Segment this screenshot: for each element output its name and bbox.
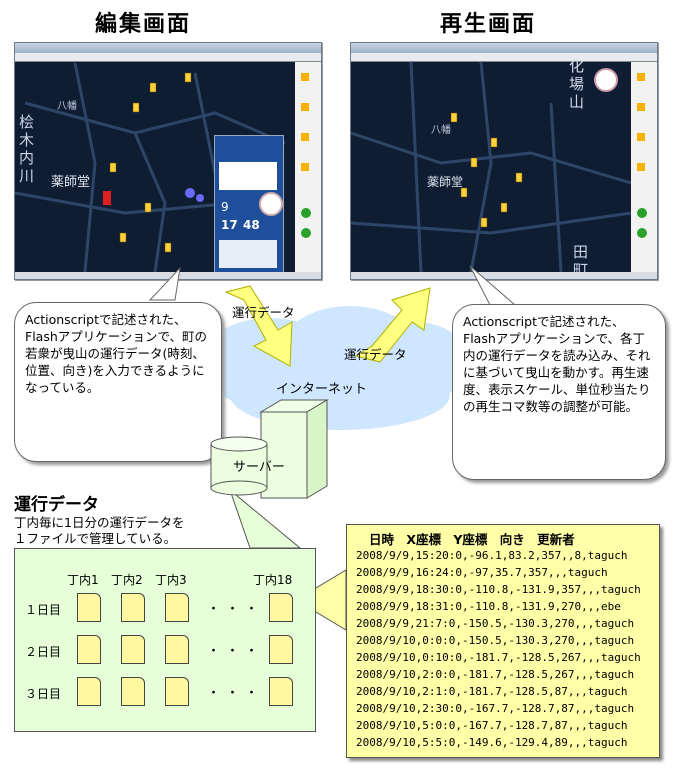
log-line: 2008/9/10,2:1:0,-181.7,-128.5,87,,,taguc…: [356, 685, 628, 698]
temple-label: 薬師堂: [51, 175, 91, 190]
log-header: 日時 X座標 Y座標 向き 更新者: [369, 532, 575, 547]
data-file-icon: [165, 635, 189, 664]
row-label: ２日目: [25, 645, 62, 659]
data-file-icon: [121, 677, 145, 706]
server-label: サーバー: [233, 460, 285, 475]
edit-app-callout: Actionscriptで記述された、Flashアプリケーションで、町の若衆が曳…: [14, 302, 222, 462]
data-file-icon: [77, 677, 101, 706]
data-file-icon: [165, 593, 189, 622]
data-file-icon: [121, 635, 145, 664]
data-file-icon: [269, 593, 293, 622]
panel-hour: 17: [221, 218, 238, 232]
log-line: 2008/9/10,5:5:0,-149.6,-129.4,89,,,taguc…: [356, 736, 628, 749]
row-label: １日目: [25, 603, 62, 617]
temple-label: 薬師堂: [427, 175, 464, 189]
panel-minute: 48: [243, 218, 260, 232]
data-file-icon: [269, 677, 293, 706]
internet-label: インターネット: [276, 382, 368, 397]
river-label: 桧木内川: [19, 113, 35, 185]
column-label: 丁内18: [253, 573, 293, 587]
edit-screen-screenshot: 桧木内川 薬師堂 八幡 9 17 48: [14, 42, 322, 280]
data-file-grid: 丁内1 丁内2 丁内3 丁内18 １日目 ２日目 ３日目 ・・・ ・・・ ・・・: [14, 548, 316, 732]
input-panel: 9 17 48: [214, 135, 284, 275]
log-line: 2008/9/9,21:7:0,-150.5,-130.3,270,,,tagu…: [356, 617, 635, 630]
log-line: 2008/9/10,2:30:0,-167.7,-128.7,87,,,tagu…: [356, 702, 635, 715]
ellipsis: ・・・: [207, 686, 265, 701]
window-titlebar: [351, 43, 657, 53]
edit-screen-heading: 編集画面: [95, 12, 192, 37]
status-bar: [15, 272, 321, 279]
play-app-callout: Actionscriptで記述された、Flashアプリケーションで、各丁内の運行…: [452, 304, 666, 480]
address-bar: [351, 53, 657, 62]
status-bar: [351, 272, 657, 279]
column-label: 丁内2: [111, 573, 143, 587]
address-bar: [15, 53, 321, 62]
log-line: 2008/9/10,0:0:0,-150.5,-130.3,270,,,tagu…: [356, 634, 635, 647]
log-line: 2008/9/9,18:30:0,-110.8,-131.9,357,,,tag…: [356, 583, 641, 596]
data-file-icon: [121, 593, 145, 622]
column-label: 丁内3: [155, 573, 187, 587]
data-file-icon: [269, 635, 293, 664]
log-line: 2008/9/9,18:31:0,-110.8,-131.9,270,,,ebe: [356, 600, 621, 613]
hachiman-label: 八幡: [57, 101, 77, 112]
log-line: 2008/9/10,2:0:0,-181.7,-128.5,267,,,tagu…: [356, 668, 635, 681]
column-label: 丁内1: [67, 573, 99, 587]
data-section-title: 運行データ: [14, 495, 99, 515]
ellipsis: ・・・: [207, 602, 265, 617]
play-map: [351, 61, 657, 273]
upload-arrow-label: 運行データ: [232, 305, 295, 320]
data-file-icon: [77, 593, 101, 622]
data-section-desc-1: 丁内毎に1日分の運行データを: [14, 515, 185, 530]
log-line: 2008/9/10,0:10:0,-181.7,-128.5,267,,,tag…: [356, 651, 641, 664]
log-line: 2008/9/9,15:20:0,-96.1,83.2,357,,8,taguc…: [356, 549, 628, 562]
log-data-box: 日時 X座標 Y座標 向き 更新者 2008/9/9,15:20:0,-96.1…: [346, 524, 660, 758]
ellipsis: ・・・: [207, 644, 265, 659]
mountain-label: 化場山: [569, 57, 585, 111]
data-section-desc-2: １ファイルで管理している。: [14, 531, 177, 546]
log-line: 2008/9/9,16:24:0,-97,35.7,357,,,taguch: [356, 566, 608, 579]
panel-day: 9: [221, 200, 229, 214]
data-file-icon: [77, 635, 101, 664]
row-label: ３日目: [25, 687, 62, 701]
play-screen-heading: 再生画面: [440, 12, 537, 37]
play-screen-screenshot: 化場山 田町 薬師堂 八幡: [350, 42, 658, 280]
download-arrow-label: 運行データ: [344, 347, 407, 362]
log-line: 2008/9/10,5:0:0,-167.7,-128.7,87,,,taguc…: [356, 719, 628, 732]
server-icon: [210, 399, 329, 499]
window-titlebar: [15, 43, 321, 53]
hachiman-label: 八幡: [431, 125, 451, 136]
data-file-icon: [165, 677, 189, 706]
clock-icon: [259, 192, 283, 216]
